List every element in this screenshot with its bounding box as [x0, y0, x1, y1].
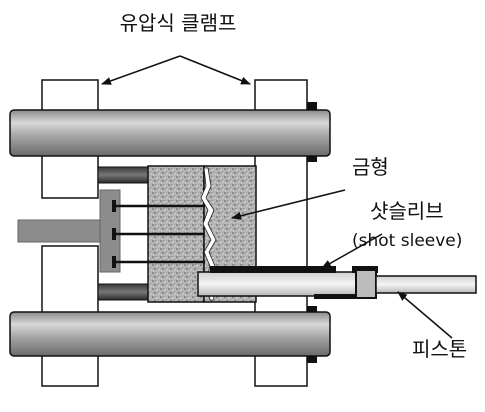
label-hydraulic-clamp: 유압식 클램프	[120, 11, 237, 35]
clamp-nut-lower-bottom	[307, 353, 317, 363]
guide-pin-lower	[97, 283, 151, 301]
shot-sleeve-top-plate	[210, 266, 336, 273]
ejector-plate	[99, 189, 121, 273]
piston-head	[355, 269, 377, 299]
ejector-pin-head-1	[112, 200, 116, 212]
label-mold: 금형	[352, 155, 389, 179]
leader-shot-sleeve	[321, 233, 383, 269]
label-shot-sleeve-en: (shot sleeve)	[352, 231, 462, 251]
label-shot-sleeve: 샷슬리브	[370, 199, 444, 223]
ejector-pin-head-3	[112, 256, 116, 268]
tie-bar-upper	[9, 109, 331, 157]
shot-sleeve-bottom-lip	[314, 294, 376, 299]
clamp-nut-upper-top	[307, 102, 317, 112]
ejector-rod	[17, 219, 103, 243]
leader-piston	[397, 291, 453, 339]
label-piston: 피스톤	[412, 337, 467, 361]
tie-bar-lower	[9, 311, 331, 357]
ejector-pin-head-2	[112, 228, 116, 240]
leader-mold	[231, 189, 346, 220]
clamp-nut-upper-bottom	[307, 152, 317, 162]
leader-clamp-left	[101, 55, 181, 85]
shot-sleeve-pipe	[197, 271, 377, 297]
piston-rod	[375, 275, 477, 294]
clamp-nut-lower-top	[307, 306, 317, 316]
leader-clamp-right	[179, 55, 251, 85]
guide-pin-upper	[97, 166, 151, 184]
